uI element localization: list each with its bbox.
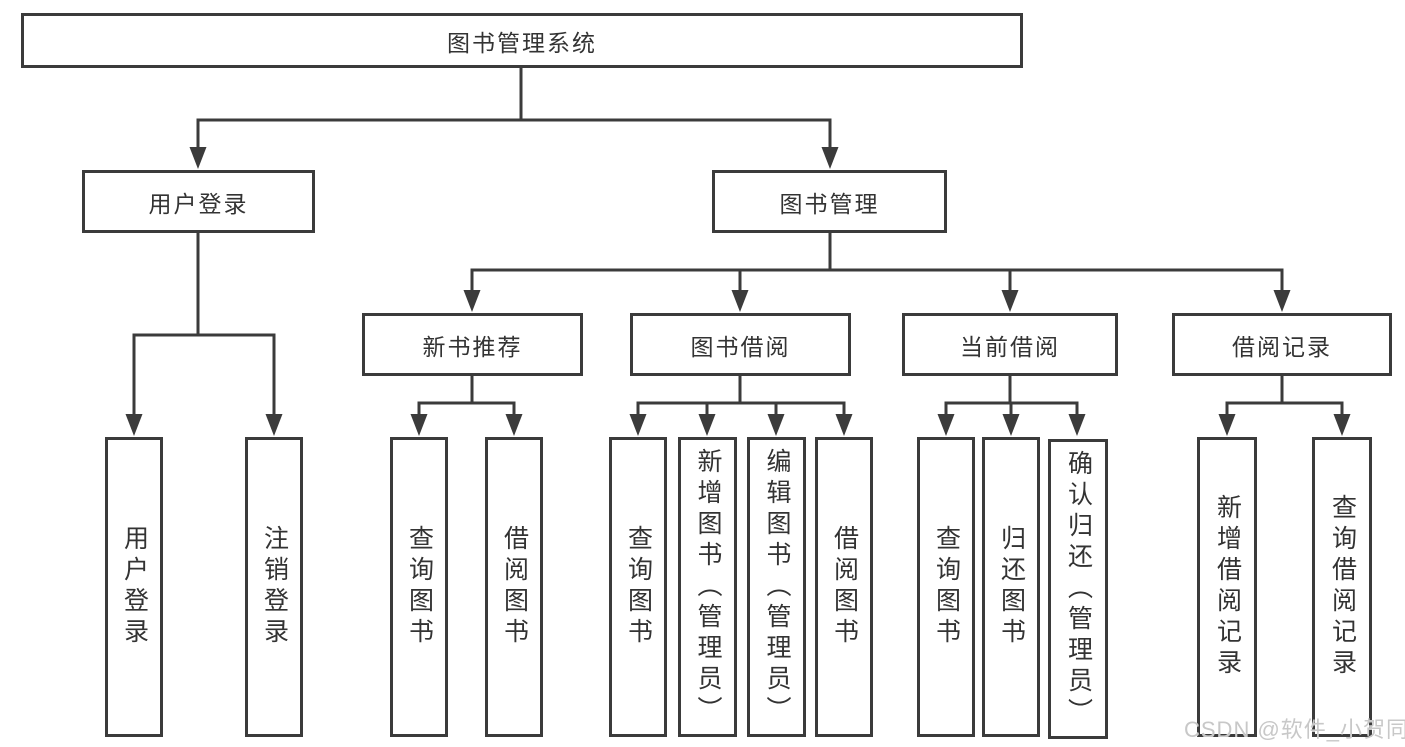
leaf-label: 用户登录 [120,525,149,649]
leaf-confirm-return-admin: 确认归还（管理员） [1048,439,1108,739]
node-new-book-recommendation: 新书推荐 [362,313,583,376]
leaf-add-book-admin: 新增图书（管理员） [678,437,737,737]
leaf-query-books-recommend: 查询图书 [390,437,448,737]
leaf-label: 新增借阅记录 [1213,494,1242,680]
node-label: 借阅记录 [1232,333,1332,360]
leaf-label: 归还图书 [997,525,1026,649]
leaf-query-books-current: 查询图书 [917,437,975,737]
leaf-edit-book-admin: 编辑图书（管理员） [747,437,806,737]
leaf-label: 借阅图书 [830,525,859,649]
leaf-query-borrow-record: 查询借阅记录 [1312,437,1372,737]
leaf-label: 查询图书 [624,525,653,649]
leaf-label: 确认归还（管理员） [1064,449,1093,729]
arrowheads [125,147,1351,436]
node-label: 新书推荐 [422,333,523,360]
node-current-borrowing: 当前借阅 [902,313,1118,376]
node-book-management-branch: 图书管理 [712,170,947,233]
leaf-user-login: 用户登录 [105,437,163,737]
leaf-label: 编辑图书（管理员） [763,447,791,727]
leaf-label: 注销登录 [260,525,289,649]
node-user-login-branch: 用户登录 [82,170,315,233]
leaf-return-books: 归还图书 [982,437,1040,737]
leaf-label: 查询图书 [932,525,961,649]
node-borrowing-records: 借阅记录 [1172,313,1392,376]
node-book-borrowing: 图书借阅 [630,313,851,376]
node-library-management-system: 图书管理系统 [21,13,1023,68]
csdn-watermark: CSDN @软件_小贺同学 [1184,717,1405,742]
leaf-label: 借阅图书 [500,525,529,649]
leaf-query-books-borrow: 查询图书 [609,437,667,737]
leaf-logout: 注销登录 [245,437,303,737]
leaf-label: 新增图书（管理员） [694,447,722,727]
leaf-add-borrow-record: 新增借阅记录 [1197,437,1257,737]
leaf-borrow-books: 借阅图书 [815,437,873,737]
node-label: 图书管理 [779,190,880,217]
node-label: 当前借阅 [960,333,1060,360]
node-label: 图书管理系统 [447,29,597,56]
leaf-label: 查询借阅记录 [1328,494,1357,680]
node-label: 用户登录 [148,190,249,217]
leaf-borrow-books-recommend: 借阅图书 [485,437,543,737]
leaf-label: 查询图书 [405,525,434,649]
node-label: 图书借阅 [690,333,791,360]
